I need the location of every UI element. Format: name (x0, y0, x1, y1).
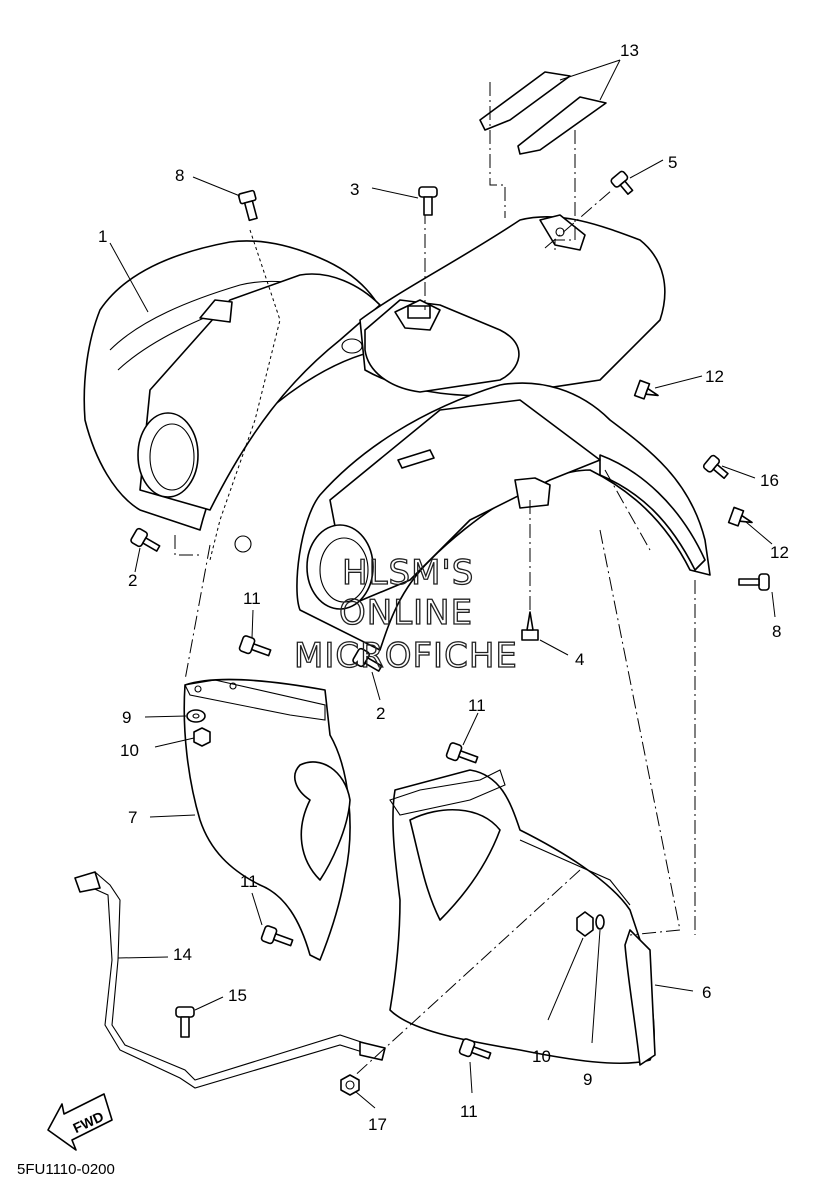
bolt-8-right (738, 573, 770, 591)
watermark-line-1: HLSM'S (342, 553, 474, 593)
callout-12-top: 12 (705, 367, 724, 386)
callout-6: 6 (702, 983, 711, 1002)
callout-8-top: 8 (175, 166, 184, 185)
callout-10-left: 10 (120, 741, 139, 760)
callout-14: 14 (173, 945, 192, 964)
stay-bracket-part (74, 871, 386, 1089)
callout-labels: 1 2 2 3 4 5 6 7 8 8 9 9 10 10 11 11 11 1… (98, 41, 789, 1134)
nut-10-left (193, 727, 211, 747)
screw-4 (521, 611, 539, 641)
callout-11-a: 11 (243, 589, 261, 608)
callout-13: 13 (620, 41, 639, 60)
trim-strips-part (479, 71, 607, 155)
callout-2-center: 2 (376, 704, 385, 723)
diagram-code: 5FU1110-0200 (17, 1161, 115, 1178)
callout-5: 5 (668, 153, 677, 172)
callout-11-c: 11 (240, 872, 258, 891)
callout-4: 4 (575, 650, 584, 669)
callout-3: 3 (350, 180, 359, 199)
nut-17 (340, 1074, 360, 1096)
callout-15: 15 (228, 986, 247, 1005)
bolt-11-a (238, 635, 272, 657)
callout-8-right: 8 (772, 622, 781, 641)
callout-11-d: 11 (460, 1102, 478, 1121)
callout-9-left: 9 (122, 708, 131, 727)
bolt-3 (418, 186, 438, 216)
rivet-12-right (727, 506, 753, 527)
callout-1: 1 (98, 227, 107, 246)
bolt-2-left (130, 527, 161, 552)
callout-10-right: 10 (532, 1047, 551, 1066)
bolt-2-center (352, 647, 383, 672)
nut-10-right (576, 911, 594, 937)
watermark: HLSM'S ONLINE MICROFICHE (293, 552, 518, 676)
fwd-arrow: FWD (47, 1093, 113, 1151)
leader-lines (109, 59, 776, 1109)
left-mud-guard-part (183, 678, 351, 961)
callout-7: 7 (128, 808, 137, 827)
bolt-16 (702, 454, 729, 480)
washer-9-right (595, 914, 605, 930)
callout-2-left: 2 (128, 571, 137, 590)
rivet-12-top (633, 379, 659, 400)
bolt-15 (175, 1006, 195, 1038)
callout-17: 17 (368, 1115, 387, 1134)
watermark-line-2: ONLINE (339, 593, 473, 633)
alignment-lines (174, 82, 696, 1081)
front-fender-part (296, 382, 711, 651)
callout-16: 16 (760, 471, 779, 490)
watermark-line-3: MICROFICHE (294, 636, 518, 676)
bolt-8-top (237, 189, 258, 222)
right-mud-guard-part (389, 769, 656, 1066)
fasteners (130, 170, 770, 1096)
callout-11-b: 11 (468, 696, 486, 715)
screw-5 (610, 170, 634, 195)
callout-9-right: 9 (583, 1070, 592, 1089)
rear-fender-left-part (83, 240, 391, 553)
bolt-11-b (445, 742, 479, 764)
callout-12-right: 12 (770, 543, 789, 562)
bolt-11-d (458, 1038, 492, 1060)
bolt-11-c (260, 925, 294, 947)
center-cover-part (341, 214, 666, 397)
washer-9-left (186, 709, 206, 723)
